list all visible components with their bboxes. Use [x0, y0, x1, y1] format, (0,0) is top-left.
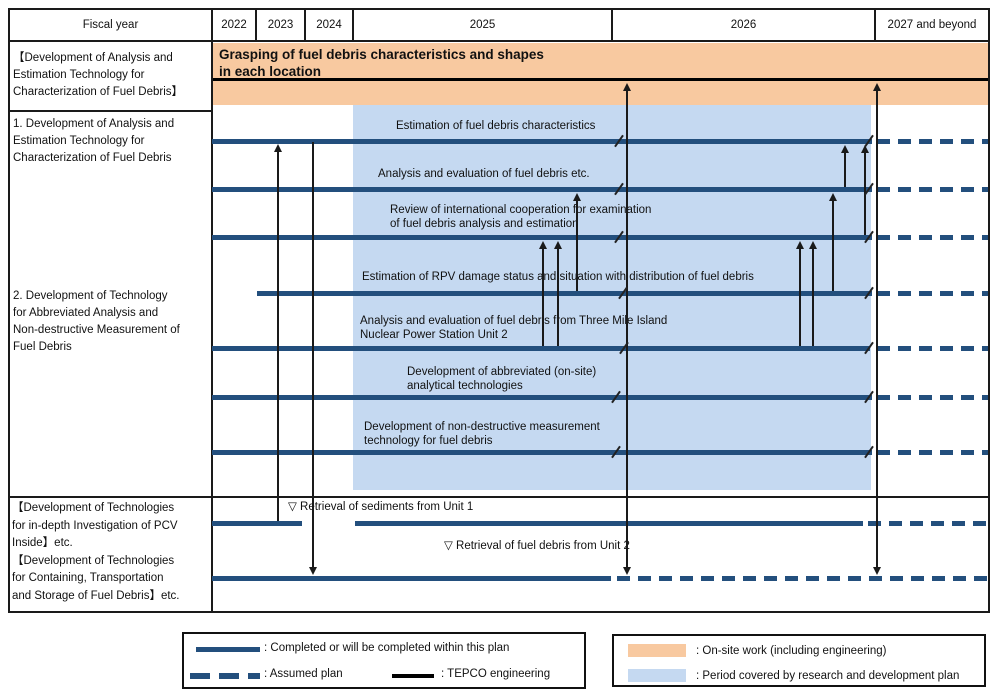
connector-arrow-11-head-down	[872, 567, 881, 575]
col-border-2025-2026	[611, 8, 613, 42]
task-estimation-characteristics: Estimation of fuel debris characteristic…	[396, 120, 596, 132]
banner-title: Grasping of fuel debris characteristics …	[219, 47, 544, 79]
task-analysis-evaluation: Analysis and evaluation of fuel debris e…	[378, 168, 590, 180]
bar-containing-storage-segment-1	[617, 576, 988, 581]
bar-unit1-sediments-segment-2	[868, 521, 988, 526]
connector-arrow-1	[312, 142, 314, 569]
bar-unit1-sediments-segment-1	[355, 521, 863, 526]
milestone-unit2-debris: ▽ Retrieval of fuel debris from Unit 2	[444, 540, 630, 552]
label-section-characterization-header: 【Development of Analysis and Estimation …	[13, 52, 184, 98]
connector-arrow-11	[876, 89, 878, 569]
header-year-2022: 2022	[213, 10, 255, 40]
task-international-cooperation: Review of international cooperation for …	[390, 204, 652, 230]
bar-estimation-characteristics-segment-1	[877, 139, 988, 144]
connector-arrow-10-head-up	[622, 83, 631, 91]
bar-tmi-unit2-segment-0	[212, 346, 870, 351]
bar-analysis-evaluation-segment-1	[877, 187, 988, 192]
legend-tepco-label: : TEPCO engineering	[441, 668, 551, 680]
bar-rpv-damage-segment-0	[257, 291, 872, 296]
bottom-section-divider	[8, 496, 990, 498]
connector-arrow-11-head-up	[872, 83, 881, 91]
connector-arrow-0-head-up	[273, 144, 282, 152]
bar-international-cooperation-segment-0	[212, 235, 872, 240]
legend-dashed-line-swatch	[190, 673, 260, 679]
connector-arrow-10-head-down	[622, 567, 631, 575]
col-border-2022-2023	[255, 8, 257, 42]
connector-arrow-8	[844, 151, 846, 187]
connector-arrow-8-head-up	[840, 145, 849, 153]
connector-arrow-10	[626, 89, 628, 569]
label-section-bottom: 【Development of Technologies for in-dept…	[12, 502, 180, 602]
label-section-1: 1. Development of Analysis and Estimatio…	[13, 118, 175, 164]
header-year-2027-beyond: 2027 and beyond	[876, 10, 988, 40]
legend-assumed-label: : Assumed plan	[264, 668, 343, 680]
legend-lines-box: : Completed or will be completed within …	[182, 632, 586, 689]
bar-analysis-evaluation-segment-0	[212, 187, 872, 192]
legend-onsite-label: : On-site work (including engineering)	[696, 645, 887, 657]
rd-period-box	[353, 105, 871, 490]
bar-rpv-damage-segment-1	[877, 291, 988, 296]
bar-estimation-characteristics-segment-0	[212, 139, 872, 144]
header-fiscal-year: Fiscal year	[10, 10, 211, 40]
header-year-2026: 2026	[613, 10, 874, 40]
connector-arrow-4-head-up	[572, 193, 581, 201]
connector-arrow-5	[832, 199, 834, 291]
milestone-unit1-sediments: ▽ Retrieval of sediments from Unit 1	[288, 501, 474, 513]
header-bottom-border	[8, 40, 990, 42]
header-year-2023: 2023	[257, 10, 304, 40]
col-border-2023-2024	[304, 8, 306, 42]
tepco-engineering-line	[213, 78, 988, 81]
task-rpv-damage: Estimation of RPV damage status and situ…	[362, 271, 754, 283]
bar-unit1-sediments-segment-0	[212, 521, 302, 526]
legend-rd-period-swatch	[628, 669, 686, 682]
legend-onsite-swatch	[628, 644, 686, 657]
legend-areas-box: : On-site work (including engineering) :…	[612, 634, 986, 687]
col-border-2024-2025	[352, 8, 354, 42]
bar-abbreviated-onsite-segment-0	[212, 395, 872, 400]
connector-arrow-3-head-up	[553, 241, 562, 249]
connector-arrow-6	[799, 247, 801, 346]
connector-arrow-7	[812, 247, 814, 346]
bar-international-cooperation-segment-1	[877, 235, 988, 240]
bar-containing-storage-segment-0	[212, 576, 611, 581]
label-section-2: 2. Development of Technology for Abbrevi…	[13, 290, 180, 353]
connector-arrow-2	[542, 247, 544, 346]
bar-abbreviated-onsite-segment-1	[877, 395, 988, 400]
connector-arrow-7-head-up	[808, 241, 817, 249]
bar-non-destructive-segment-0	[212, 450, 872, 455]
legend-completed-label: : Completed or will be completed within …	[264, 642, 510, 654]
bar-tmi-unit2-segment-1	[877, 346, 988, 351]
header-year-2025: 2025	[354, 10, 611, 40]
label-section1-divider	[8, 110, 211, 112]
connector-arrow-1-head-down	[308, 567, 317, 575]
col-border-2026-2027	[874, 8, 876, 42]
task-abbreviated-onsite: Development of abbreviated (on-site) ana…	[407, 366, 597, 392]
table-outer-border	[8, 8, 990, 613]
connector-arrow-0	[277, 150, 279, 521]
task-tmi-unit2: Analysis and evaluation of fuel debris f…	[360, 315, 668, 341]
connector-arrow-3	[557, 247, 559, 346]
label-column-border	[211, 8, 213, 613]
connector-arrow-5-head-up	[828, 193, 837, 201]
connector-arrow-9-head-up	[860, 145, 869, 153]
connector-arrow-4	[576, 199, 578, 291]
legend-rd-period-label: : Period covered by research and develop…	[696, 670, 960, 682]
task-non-destructive: Development of non-destructive measureme…	[364, 421, 600, 447]
connector-arrow-2-head-up	[538, 241, 547, 249]
header-year-2024: 2024	[306, 10, 352, 40]
connector-arrow-6-head-up	[795, 241, 804, 249]
bar-non-destructive-segment-1	[877, 450, 988, 455]
legend-solid-line-swatch	[196, 647, 260, 652]
legend-tepco-line-swatch	[392, 674, 434, 678]
onsite-work-band	[213, 43, 988, 105]
